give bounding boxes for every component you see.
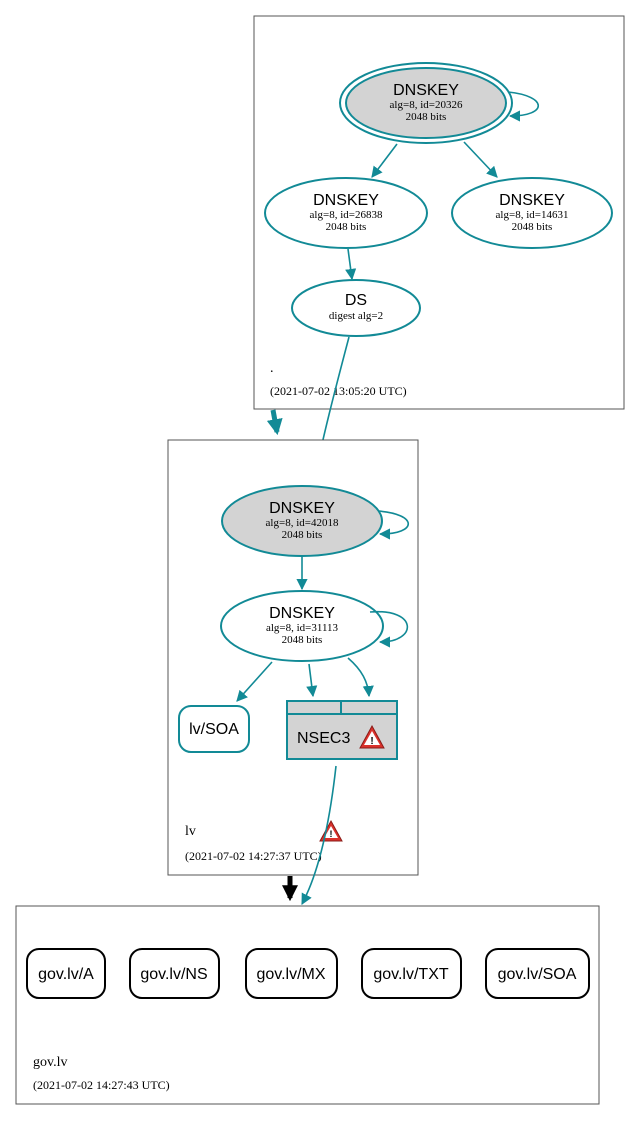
zone-gov-lv-box — [15, 905, 600, 1105]
node-title: DNSKEY — [269, 500, 335, 517]
zone-root-name: . — [270, 361, 274, 376]
record-label: gov.lv/MX — [256, 966, 325, 983]
edge-nsec3-to-gov — [301, 765, 337, 905]
record-node-soa[interactable]: gov.lv/SOA — [485, 948, 590, 999]
node-title: DNSKEY — [269, 605, 335, 622]
soa-record-node[interactable]: lv/SOA — [178, 705, 250, 753]
edge-zsk-to-soa — [236, 661, 273, 702]
zone-gov-lv-name: gov.lv — [33, 1055, 67, 1070]
node-bits: 2048 bits — [406, 111, 447, 123]
record-label: gov.lv/SOA — [498, 966, 577, 983]
zone-gov-lv-timestamp: (2021-07-02 14:27:43 UTC) — [33, 1078, 170, 1092]
node-detail: alg=8, id=26838 — [310, 209, 383, 221]
node-detail: digest alg=2 — [329, 310, 383, 322]
zone-lv-timestamp: (2021-07-02 14:27:37 UTC) — [185, 849, 322, 863]
self-sign-edge — [507, 91, 540, 122]
node-bits: 2048 bits — [282, 529, 323, 541]
self-sign-edge — [369, 610, 409, 648]
node-detail: alg=8, id=42018 — [266, 517, 339, 529]
dnskey-node-20326[interactable]: DNSKEY alg=8, id=20326 2048 bits — [339, 62, 513, 144]
delegation-root-lv — [266, 409, 283, 436]
zone-gov-lv: gov.lv (2021-07-02 14:27:43 UTC) gov.lv/… — [15, 905, 600, 1105]
record-node-ns[interactable]: gov.lv/NS — [129, 948, 220, 999]
svg-text:!: ! — [330, 829, 333, 839]
warning-triangle-icon: ! — [359, 724, 385, 749]
zone-lv: lv (2021-07-02 14:27:37 UTC) ! DNSKEY al… — [167, 439, 419, 876]
edge-ksk-to-26838 — [371, 143, 398, 178]
record-label: gov.lv/TXT — [373, 966, 449, 983]
record-node-a[interactable]: gov.lv/A — [26, 948, 106, 999]
zone-lv-name: lv — [185, 824, 196, 839]
node-detail: alg=8, id=14631 — [496, 209, 569, 221]
zone-root: . (2021-07-02 13:05:20 UTC) DNSKEY alg=8… — [253, 15, 625, 410]
record-node-mx[interactable]: gov.lv/MX — [245, 948, 338, 999]
record-label: gov.lv/A — [38, 966, 94, 983]
edge-zsk-to-nsec3-b — [347, 657, 374, 698]
record-label: lv/SOA — [189, 721, 239, 738]
dnskey-node-26838[interactable]: DNSKEY alg=8, id=26838 2048 bits — [264, 177, 428, 249]
node-detail: alg=8, id=20326 — [390, 99, 463, 111]
dnskey-node-31113[interactable]: DNSKEY alg=8, id=31113 2048 bits — [220, 590, 384, 662]
node-bits: 2048 bits — [512, 221, 553, 233]
zone-root-timestamp: (2021-07-02 13:05:20 UTC) — [270, 384, 407, 398]
svg-text:!: ! — [370, 736, 373, 747]
node-bits: 2048 bits — [282, 634, 323, 646]
record-label: NSEC3 — [297, 730, 350, 747]
edge-zsk-to-nsec3-a — [306, 663, 318, 698]
node-detail: alg=8, id=31113 — [266, 622, 339, 634]
record-node-txt[interactable]: gov.lv/TXT — [361, 948, 462, 999]
edge-ksk-to-14631 — [463, 141, 498, 178]
dnskey-node-42018[interactable]: DNSKEY alg=8, id=42018 2048 bits — [221, 485, 383, 557]
node-bits: 2048 bits — [326, 221, 367, 233]
record-label: gov.lv/NS — [140, 966, 207, 983]
self-sign-edge — [377, 510, 410, 540]
edge-26838-to-ds — [345, 248, 357, 281]
ds-node[interactable]: DS digest alg=2 — [291, 279, 421, 337]
node-title: DNSKEY — [313, 192, 379, 209]
node-title: DS — [345, 292, 367, 309]
node-title: DNSKEY — [393, 82, 459, 99]
nsec3-node[interactable]: NSEC3 ! — [286, 700, 398, 760]
node-title: DNSKEY — [499, 192, 565, 209]
dnskey-node-14631[interactable]: DNSKEY alg=8, id=14631 2048 bits — [451, 177, 613, 249]
